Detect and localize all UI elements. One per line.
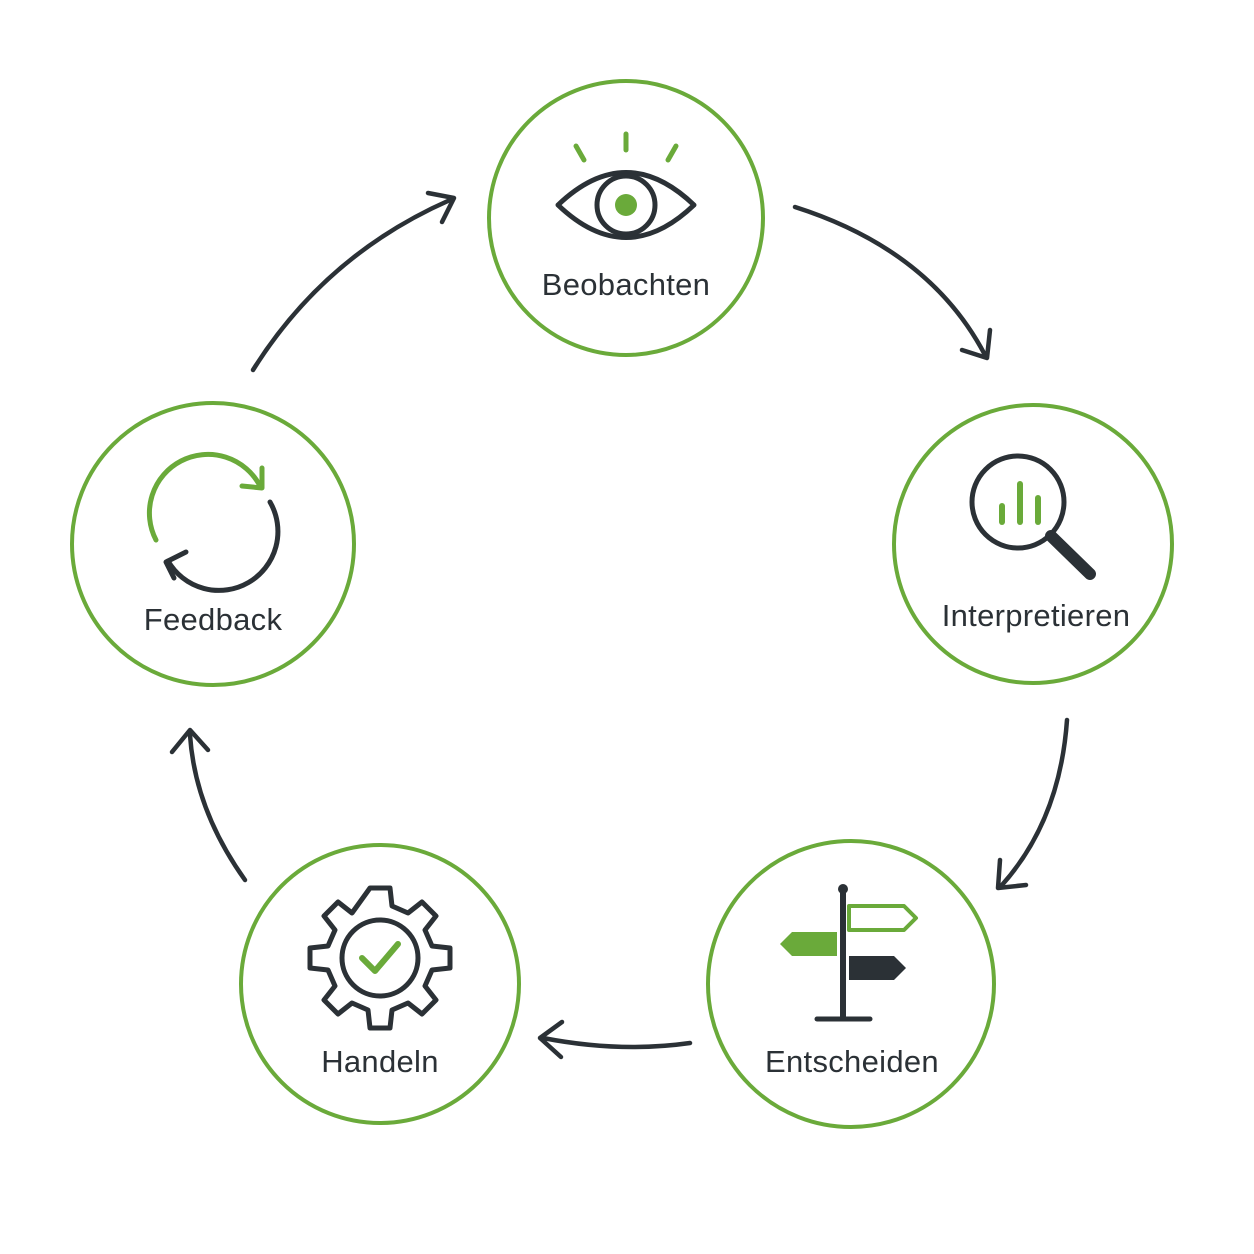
arrow-feedback-to-beobachten: [250, 197, 453, 373]
arrow-interpretieren-to-entscheiden: [999, 717, 1070, 888]
cycle-arrows: [169, 190, 1070, 1060]
label-interpretieren: Interpretieren: [942, 598, 1131, 633]
eye-icon: [555, 131, 697, 240]
arrow-handeln-to-feedback: [187, 732, 248, 883]
arrowhead-beobachten-to-interpretieren: [959, 327, 993, 361]
label-entscheiden: Entscheiden: [765, 1044, 939, 1079]
label-beobachten: Beobachten: [542, 267, 710, 302]
magnifier-chart-icon: [969, 453, 1096, 580]
node-interpretieren: Interpretieren: [892, 403, 1174, 685]
node-entscheiden: Entscheiden: [706, 839, 996, 1129]
arrow-beobachten-to-interpretieren: [792, 204, 988, 358]
node-beobachten: Beobachten: [487, 79, 765, 357]
signpost-icon: [780, 884, 918, 1022]
gear-outline-icon: [307, 885, 453, 1031]
arrowhead-handeln-to-feedback: [169, 727, 211, 755]
refresh-cycle-icon: [146, 451, 281, 593]
arrow-entscheiden-to-handeln: [540, 1035, 693, 1050]
gear-check-icon: [307, 885, 453, 1031]
arrowhead-entscheiden-arrowtip: [995, 857, 1029, 891]
label-handeln: Handeln: [321, 1044, 439, 1079]
arrowhead-entscheiden-to-handeln: [537, 1019, 565, 1060]
node-feedback: Feedback: [70, 401, 356, 687]
arrowhead-feedback-to-beobachten: [425, 190, 457, 225]
node-handeln: Handeln: [239, 843, 521, 1125]
label-feedback: Feedback: [144, 602, 283, 637]
